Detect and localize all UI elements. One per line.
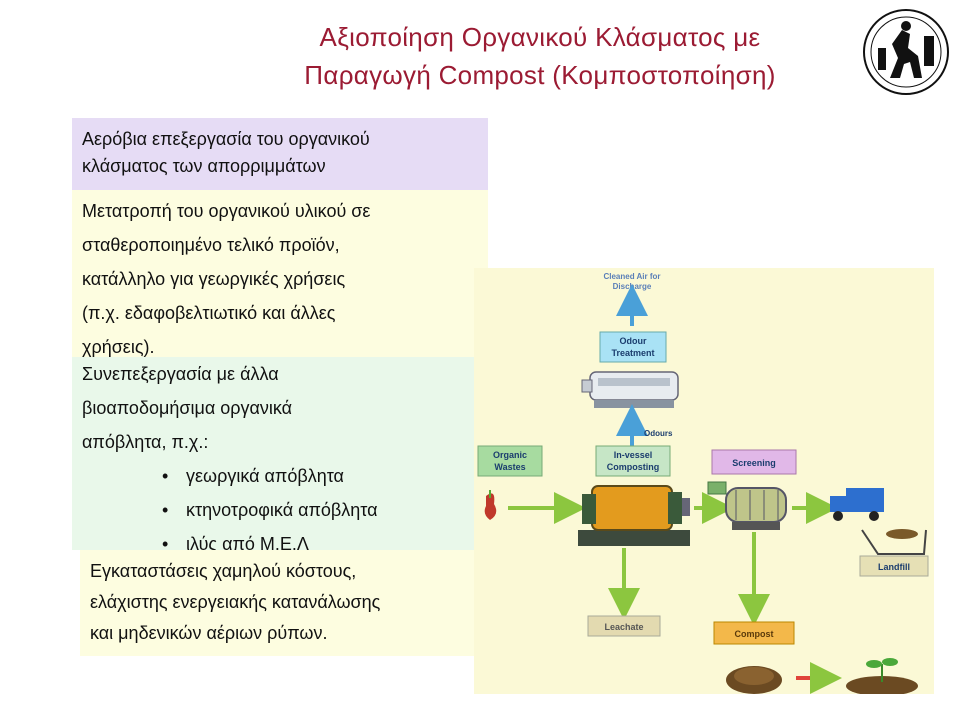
box3-line-2: βιοαποδομήσιμα οργανικά — [82, 398, 293, 418]
box1-line-2: κλάσματος των απορριμμάτων — [82, 156, 326, 176]
biofilter-unit-icon — [581, 371, 679, 408]
box4-line-2: ελάχιστης ενεργειακής κατανάλωσης — [90, 592, 381, 612]
university-seal-icon — [863, 9, 949, 95]
slide-title: Αξιοποίηση Οργανικού Κλάσματος με Παραγω… — [190, 18, 890, 94]
compost-box — [713, 621, 795, 645]
landfill-label: Landfill — [878, 562, 910, 572]
box3-line-3: απόβλητα, π.χ.: — [82, 432, 209, 452]
plant-seedling-icon — [846, 658, 918, 694]
small-bin-icon — [707, 481, 727, 495]
conversion-box: Μετατροπή του οργανικού υλικού σε σταθερ… — [72, 190, 488, 357]
box2-line-1: Μετατροπή του οργανικού υλικού σε — [82, 201, 371, 221]
organic-wastes-label-1: Organic — [493, 450, 527, 460]
low-cost-box: Εγκαταστάσεις χαμηλού κόστους, ελάχιστης… — [80, 550, 510, 656]
leachate-box — [587, 615, 661, 637]
food-waste-icon — [484, 490, 497, 520]
list-item: γεωργικά απόβλητα — [162, 459, 478, 493]
dump-truck-icon — [830, 488, 884, 521]
in-vessel-label-2: Composting — [607, 462, 660, 472]
compost-label: Compost — [735, 629, 774, 639]
list-item: κτηνοτροφικά απόβλητα — [162, 493, 478, 527]
cleaned-air-label-1: Cleaned Air for — [603, 272, 660, 281]
diagram-background — [474, 268, 934, 694]
composting-drum-icon — [578, 485, 690, 546]
box2-line-4: (π.χ. εδαφοβελτιωτικό και άλλες — [82, 303, 336, 323]
waste-types-list: γεωργικά απόβλητα κτηνοτροφικά απόβλητα … — [82, 459, 478, 561]
box4-line-3: και μηδενικών αέριων ρύπων. — [90, 623, 328, 643]
odours-label: Odours — [644, 429, 673, 438]
screening-box — [711, 449, 797, 475]
organic-wastes-box — [477, 445, 543, 477]
screening-drum-icon — [725, 487, 787, 530]
co-processing-box: Συνεπεξεργασία με άλλα βιοαποδομήσιμα ορ… — [72, 357, 488, 561]
odour-treatment-label-1: Odour — [620, 336, 647, 346]
title-line-2: Παραγωγή Compost (Κομποστοποίηση) — [304, 60, 776, 90]
box4-line-1: Εγκαταστάσεις χαμηλού κόστους, — [90, 561, 357, 581]
landfill-pit-icon — [861, 529, 927, 555]
aerobic-treatment-box: Αερόβια επεξεργασία του οργανικού κλάσμα… — [72, 118, 488, 190]
box2-line-5: χρήσεις). — [82, 337, 155, 357]
compost-pile-icon — [726, 666, 782, 694]
box1-line-1: Αερόβια επεξεργασία του οργανικού — [82, 129, 370, 149]
screening-label: Screening — [732, 458, 776, 468]
title-line-1: Αξιοποίηση Οργανικού Κλάσματος με — [319, 22, 761, 52]
box2-line-3: κατάλληλο για γεωργικές χρήσεις — [82, 269, 346, 289]
in-vessel-label-1: In-vessel — [614, 450, 653, 460]
leachate-label: Leachate — [604, 622, 643, 632]
composting-process-diagram: Cleaned Air for Discharge Odour Treatmen… — [474, 268, 934, 694]
organic-wastes-label-2: Wastes — [494, 462, 525, 472]
odour-treatment-box — [599, 331, 667, 363]
in-vessel-composting-box — [595, 445, 671, 477]
box2-line-2: σταθεροποιημένο τελικό προϊόν, — [82, 235, 340, 255]
landfill-box — [859, 555, 929, 577]
cleaned-air-label-2: Discharge — [613, 282, 652, 291]
list-item: ιλύς από Μ.Ε.Λ — [162, 527, 478, 561]
odour-treatment-label-2: Treatment — [611, 348, 654, 358]
box3-line-1: Συνεπεξεργασία με άλλα — [82, 364, 279, 384]
